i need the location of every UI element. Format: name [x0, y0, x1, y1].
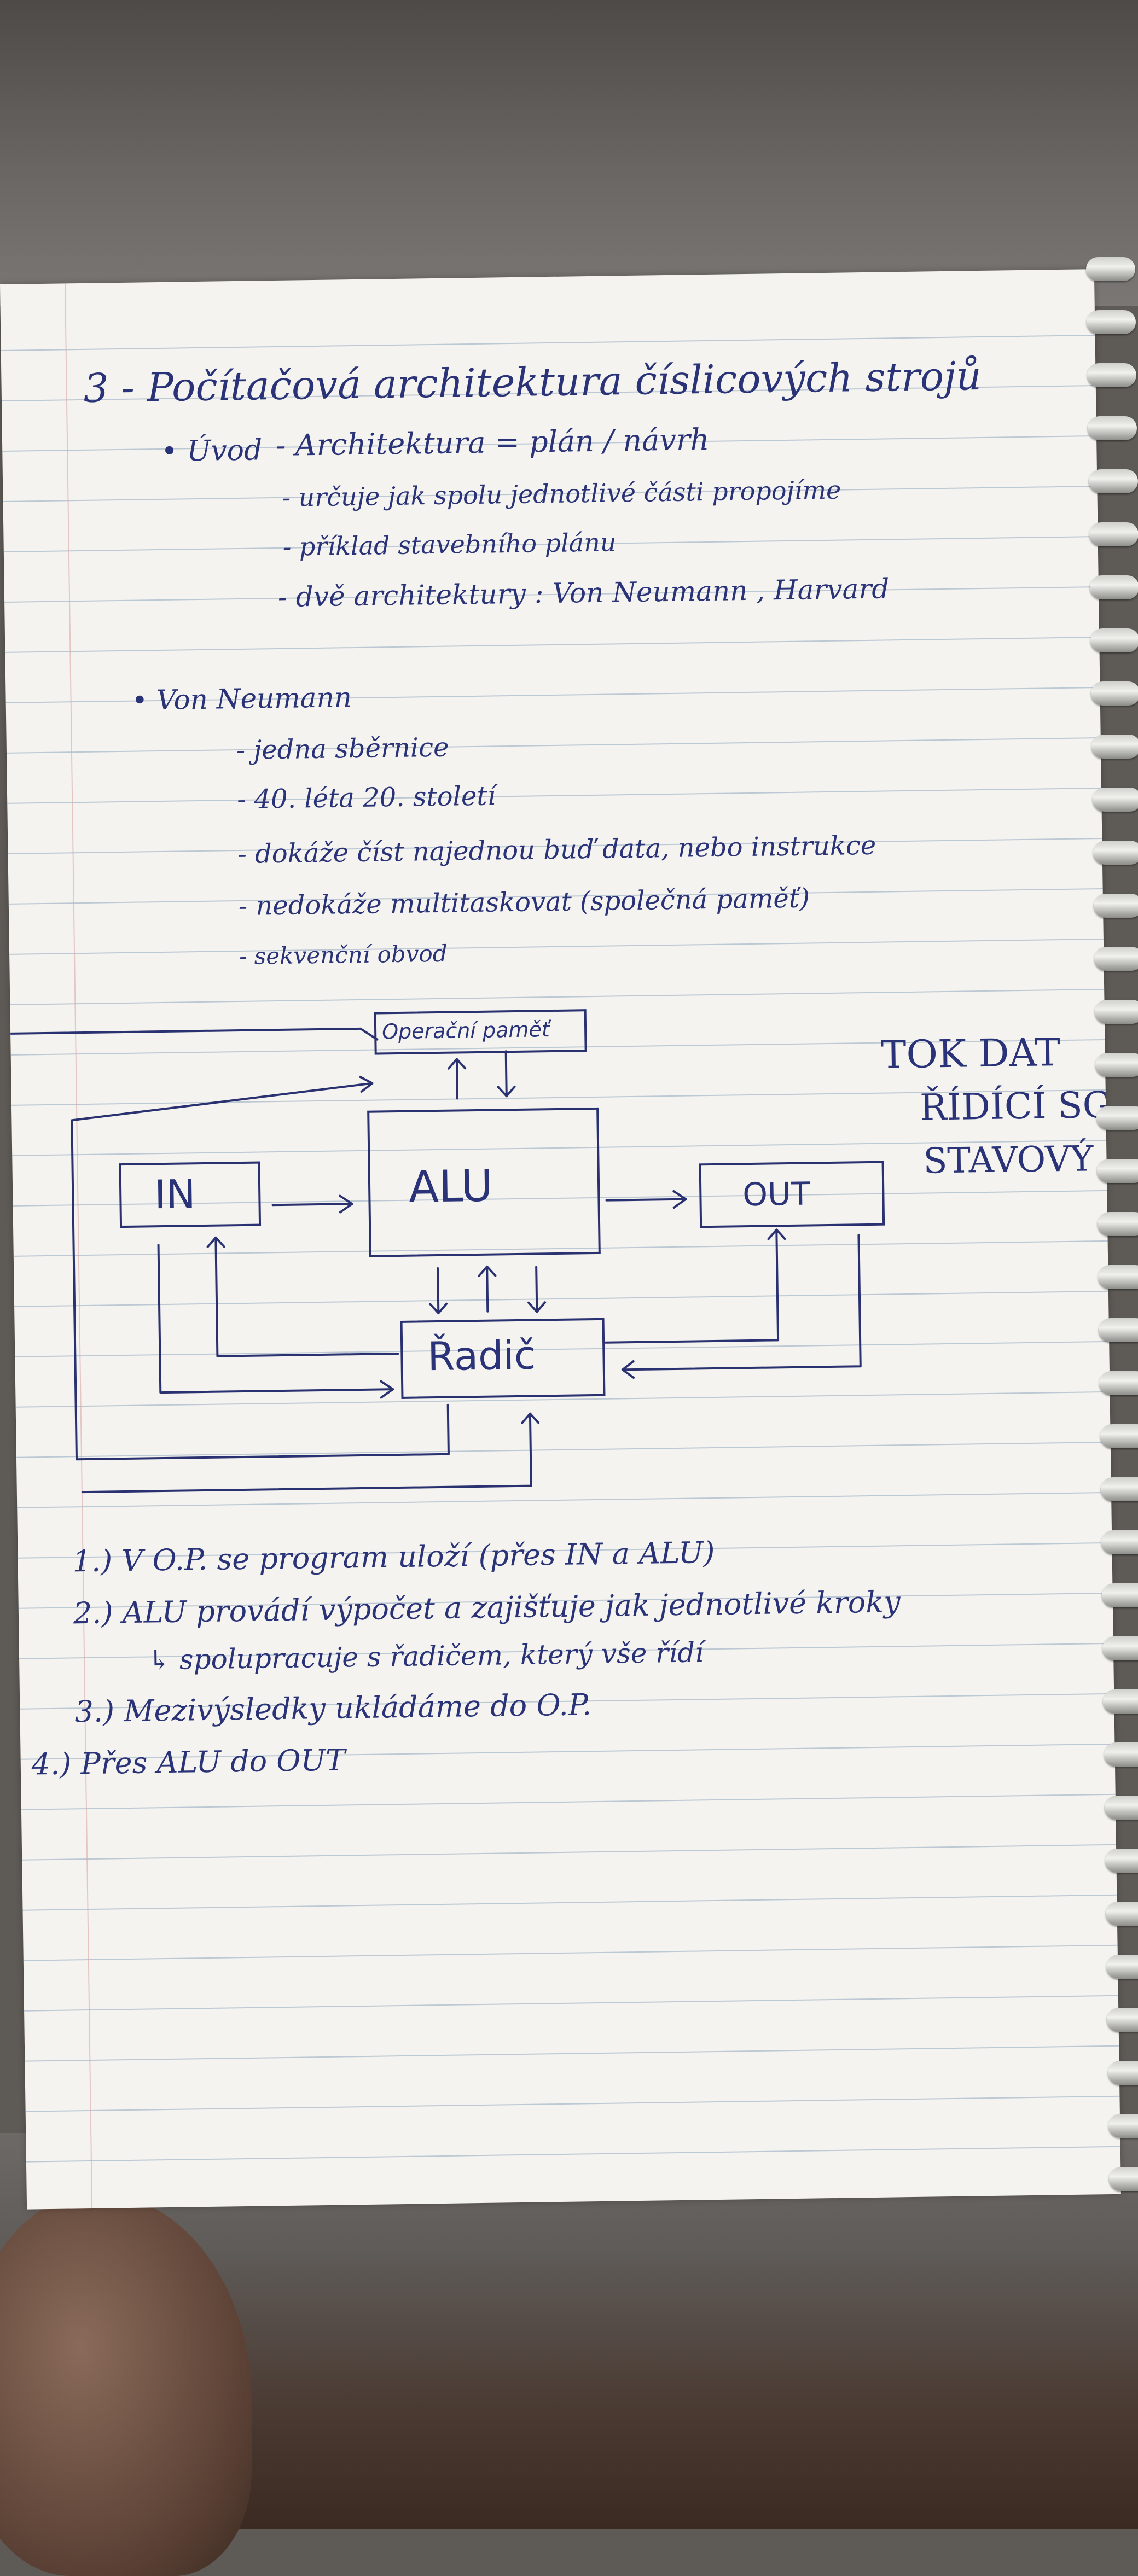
binding-coil [1109, 2167, 1138, 2191]
binding-coil [1107, 2008, 1138, 2032]
binding-coil [1089, 522, 1138, 546]
controller-box: Řadič [400, 1318, 606, 1399]
binding-coil [1105, 1849, 1138, 1873]
binding-coil [1094, 947, 1138, 971]
step-line: 4.) Přes ALU do OUT [31, 1742, 346, 1782]
legend-item: TOK DAT [880, 1030, 1061, 1077]
notebook-page: 3 - Počítačová architektura číslicových … [0, 269, 1121, 2210]
binding-coil [1090, 575, 1138, 599]
legend-item: ŘÍDÍCÍ SG [919, 1083, 1112, 1129]
binding-coil [1087, 310, 1136, 334]
binding-coil [1101, 1530, 1138, 1554]
binding-coil [1095, 1000, 1138, 1024]
binding-coil [1087, 363, 1136, 387]
binding-coil [1106, 1902, 1138, 1926]
step-line: 3.) Mezivýsledky ukládáme do O.P. [74, 1687, 592, 1729]
binding-coil [1106, 1955, 1138, 1979]
binding-coil [1097, 1159, 1138, 1183]
binding-coil [1099, 1371, 1138, 1395]
output-label: OUT [742, 1175, 811, 1214]
binding-coil [1094, 894, 1138, 918]
alu-box: ALU [367, 1107, 601, 1257]
binding-coil [1104, 1742, 1138, 1767]
input-box: IN [119, 1161, 262, 1228]
binding-coil [1098, 1265, 1138, 1289]
binding-coil [1093, 841, 1138, 865]
binding-coil [1102, 1636, 1138, 1660]
memory-box: Operační paměť [374, 1009, 587, 1055]
binding-coil [1093, 788, 1138, 812]
binding-coil [1091, 735, 1138, 759]
binding-coil [1095, 1053, 1138, 1077]
controller-label: Řadič [427, 1332, 536, 1380]
binding-coil [1100, 1424, 1138, 1448]
binding-coil [1096, 1106, 1138, 1130]
binding-coil [1086, 257, 1135, 281]
input-label: IN [154, 1171, 196, 1218]
binding-coil [1090, 628, 1138, 652]
binding-coil [1102, 1583, 1138, 1607]
binding-coil [1105, 1796, 1138, 1820]
legend-item: STAVOVÝ SIG [923, 1138, 1121, 1182]
binding-coil [1098, 1212, 1138, 1236]
output-box: OUT [699, 1161, 885, 1228]
binding-coil [1099, 1318, 1138, 1342]
binding-coil [1088, 416, 1137, 440]
diagram-connections [9, 1027, 862, 1494]
binding-coil [1101, 1477, 1138, 1501]
binding-coil [1108, 2114, 1138, 2138]
alu-label: ALU [408, 1160, 493, 1213]
memory-label: Operační paměť [381, 1017, 550, 1044]
binding-coil [1089, 469, 1138, 493]
binding-coil [1103, 1689, 1138, 1714]
desk-background-top [0, 0, 1138, 306]
binding-coil [1108, 2061, 1138, 2085]
binding-coil [1091, 681, 1138, 706]
